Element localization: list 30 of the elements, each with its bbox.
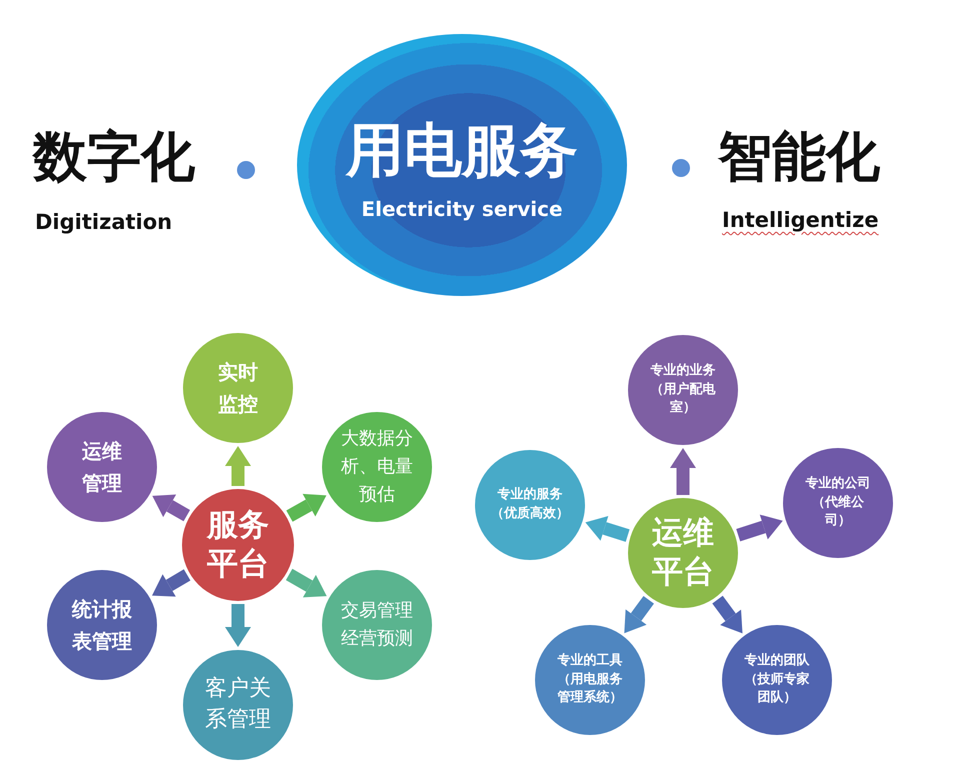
block-arrow xyxy=(225,446,251,486)
node-text: 运维平台 xyxy=(651,514,715,592)
node-text: 实时监控 xyxy=(217,359,259,418)
block-arrow xyxy=(585,516,630,542)
subtitle-text: Electricity service xyxy=(361,196,563,221)
block-arrow xyxy=(670,448,696,495)
heading-text: 数字化 xyxy=(33,126,195,188)
node-text: 专业的服务（优质高效） xyxy=(490,486,570,523)
node-text: 专业的团队（技师专家团队） xyxy=(744,652,810,708)
block-arrow xyxy=(712,596,742,634)
node-text: 运维管理 xyxy=(81,438,123,497)
node-text: 专业的业务（用户配电室） xyxy=(650,362,716,418)
subheading-text: Intelligentize xyxy=(722,208,879,232)
block-arrow xyxy=(286,494,326,522)
heading-text: 智能化 xyxy=(718,126,880,188)
block-arrow xyxy=(152,494,190,522)
block-arrow xyxy=(736,514,783,542)
block-arrow xyxy=(624,596,654,634)
node-text: 交易管理经营预测 xyxy=(340,599,414,651)
node-text: 客户关系管理 xyxy=(204,675,272,734)
block-arrow xyxy=(286,568,327,598)
node-text: 统计报表管理 xyxy=(70,596,133,655)
node-text: 专业的公司（代维公司） xyxy=(804,474,872,530)
node-text: 服务平台 xyxy=(206,506,270,584)
block-arrow xyxy=(225,604,251,647)
node-text: 专业的工具（用电服务管理系统） xyxy=(556,652,624,708)
block-arrow xyxy=(152,569,190,597)
subheading-text: Digitization xyxy=(35,210,172,234)
node-text: 大数据分析、电量预估 xyxy=(340,427,414,507)
title-text: 用电服务 xyxy=(346,119,578,183)
